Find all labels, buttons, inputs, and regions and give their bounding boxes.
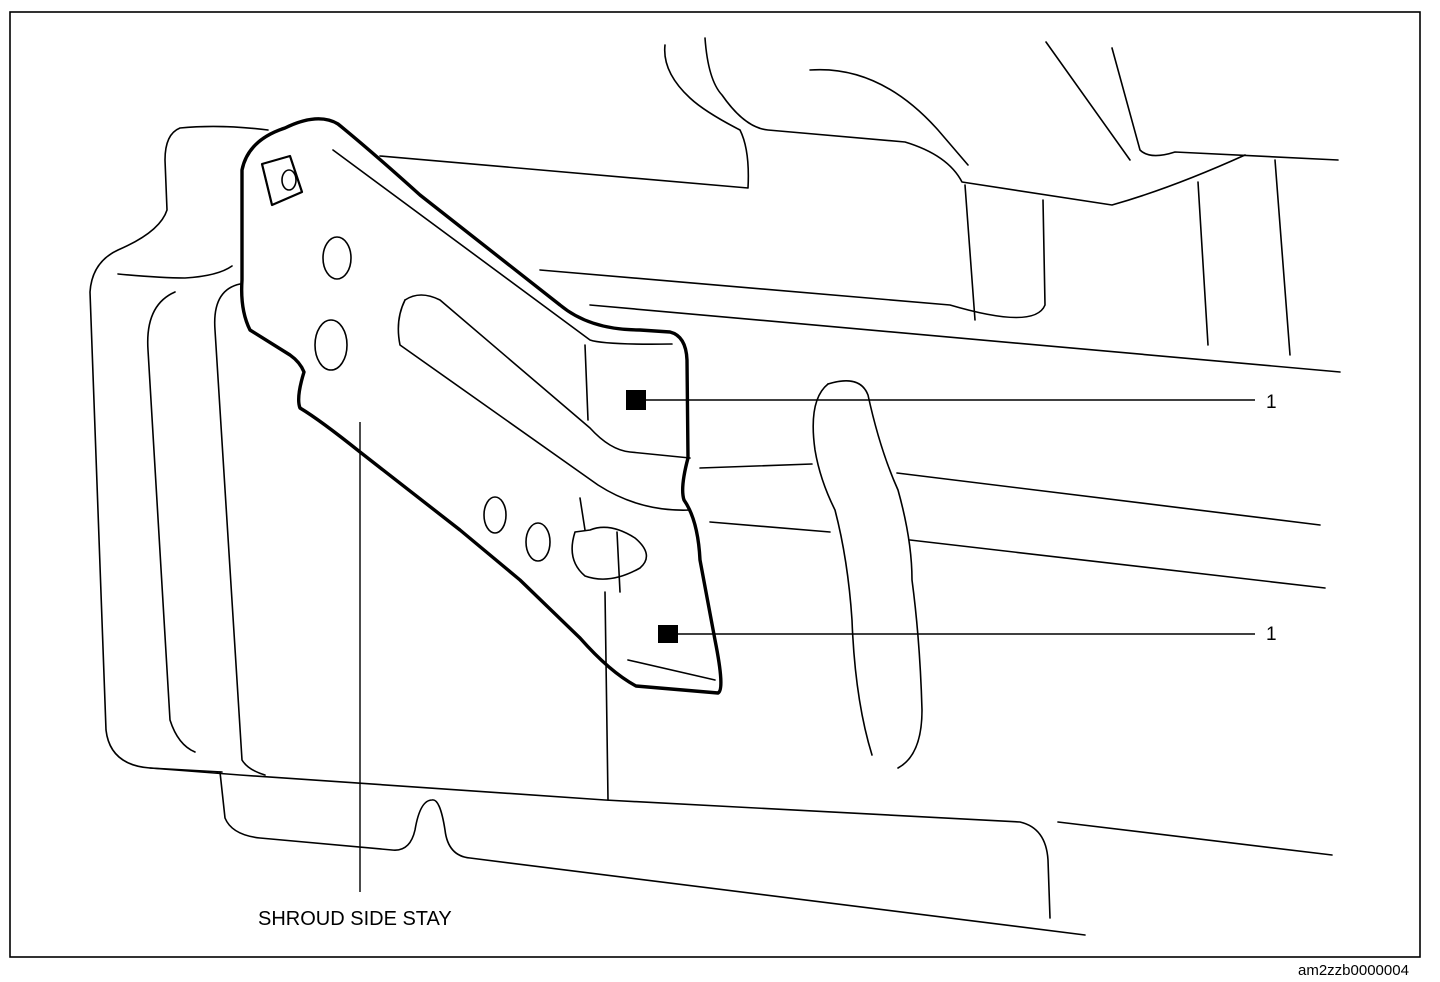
callout-1-lower: 1 (658, 624, 1277, 645)
fastener-marker-upper (626, 390, 646, 410)
callout-number-upper: 1 (1266, 392, 1277, 413)
figure-frame (9, 11, 1421, 958)
vehicle-body-structure (89, 37, 1341, 936)
figure-code: am2zzb0000004 (1298, 962, 1409, 979)
fastener-marker-lower (658, 625, 678, 643)
callout-1-upper: 1 (626, 390, 1277, 413)
part-label-group: SHROUD SIDE STAY (258, 422, 452, 930)
shroud-side-stay-bracket (239, 117, 723, 695)
part-label: SHROUD SIDE STAY (258, 908, 452, 930)
callout-number-lower: 1 (1266, 624, 1277, 645)
